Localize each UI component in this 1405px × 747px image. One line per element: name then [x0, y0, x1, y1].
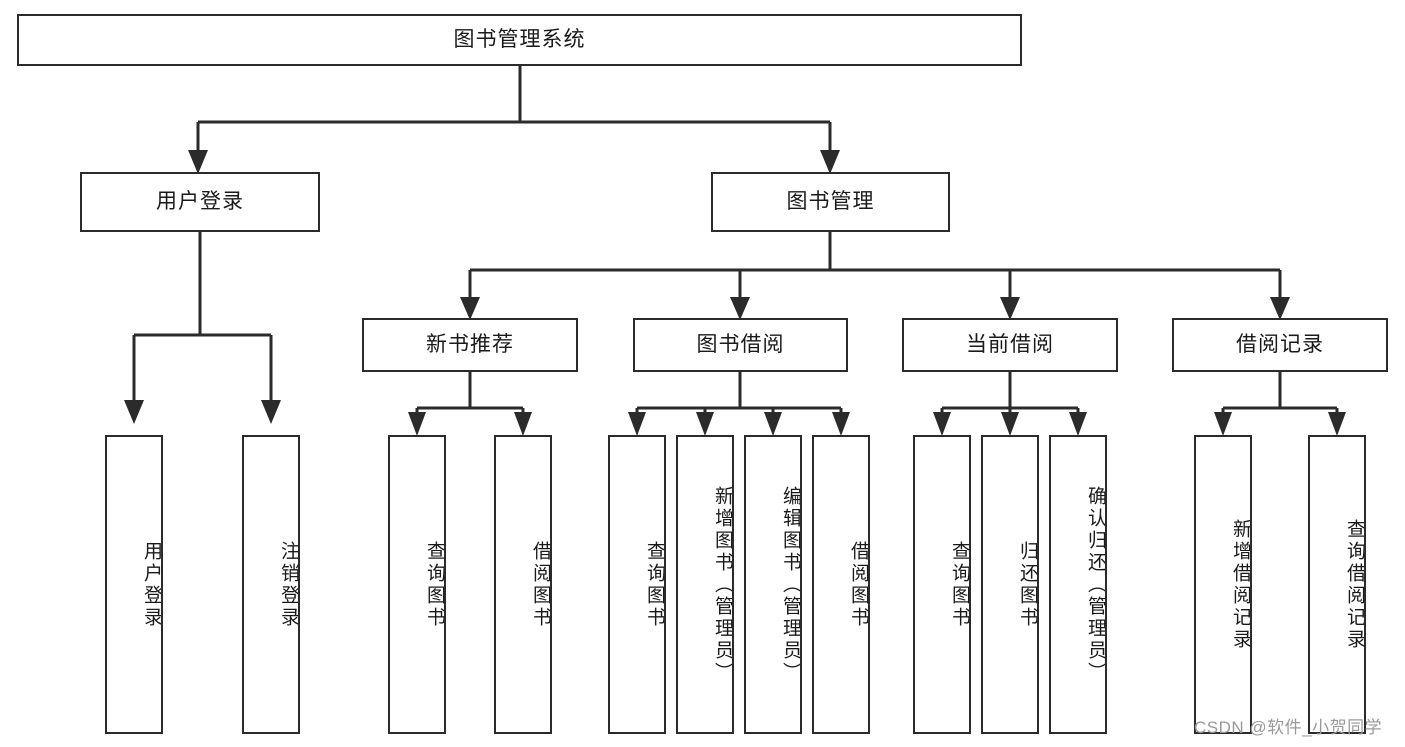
arrowhead-br-leaf1 [1214, 412, 1232, 436]
node-book-borrow-label: 图书借阅 [696, 333, 785, 357]
node-leaf-add-book[interactable]: 新增图书（管理员） [676, 435, 734, 734]
node-leaf-query-record-label: 查询借阅记录 [1344, 518, 1365, 651]
node-leaf-add-record-label: 新增借阅记录 [1230, 518, 1251, 651]
arrowhead-new-book-rec [460, 297, 480, 320]
node-leaf-query-book-cur[interactable]: 查询图书 [913, 435, 971, 734]
node-leaf-add-book-label: 新增图书（管理员） [712, 485, 733, 684]
arrowhead-book-borrow [730, 297, 750, 320]
node-root-label: 图书管理系统 [453, 28, 586, 52]
node-book-borrow[interactable]: 图书借阅 [633, 318, 848, 372]
arrowhead-br-leaf2 [1328, 412, 1346, 436]
arrowhead-leaf-user-logout [261, 400, 281, 424]
node-book-manage-label: 图书管理 [786, 190, 875, 214]
arrowhead-borrow-record [1270, 297, 1290, 320]
node-leaf-user-logout[interactable]: 注销登录 [242, 435, 300, 734]
arrowhead-cb-leaf2 [1001, 412, 1019, 436]
arrowhead-bb-leaf1 [628, 412, 646, 436]
node-leaf-confirm-return-label: 确认归还（管理员） [1085, 485, 1106, 684]
arrowhead-bb-leaf2 [696, 412, 714, 436]
node-book-manage[interactable]: 图书管理 [711, 172, 950, 232]
arrowhead-nbr-leaf1 [408, 412, 426, 436]
node-leaf-borrow-book[interactable]: 借阅图书 [812, 435, 870, 734]
node-leaf-user-login-label: 用户登录 [141, 540, 162, 629]
node-leaf-return-book[interactable]: 归还图书 [981, 435, 1039, 734]
node-leaf-borrow-book-rec[interactable]: 借阅图书 [494, 435, 552, 734]
arrowhead-bb-leaf4 [832, 412, 850, 436]
arrowhead-user-login [188, 150, 208, 174]
arrowhead-nbr-leaf2 [514, 412, 532, 436]
node-leaf-query-book-borrow-label: 查询图书 [644, 540, 665, 629]
node-leaf-borrow-book-label: 借阅图书 [848, 540, 869, 629]
arrowhead-bb-leaf3 [764, 412, 782, 436]
arrowhead-cb-leaf3 [1069, 412, 1087, 436]
node-new-book-rec-label: 新书推荐 [426, 333, 514, 357]
node-leaf-return-book-label: 归还图书 [1017, 540, 1038, 629]
node-leaf-edit-book-label: 编辑图书（管理员） [780, 485, 801, 684]
node-leaf-query-book-rec[interactable]: 查询图书 [388, 435, 446, 734]
node-user-login-label: 用户登录 [156, 190, 244, 214]
arrowhead-cb-leaf1 [933, 412, 951, 436]
node-leaf-query-book-cur-label: 查询图书 [949, 540, 970, 629]
node-leaf-query-record[interactable]: 查询借阅记录 [1308, 435, 1366, 734]
arrowhead-current-borrow [1000, 297, 1020, 320]
node-user-login[interactable]: 用户登录 [80, 172, 320, 232]
node-borrow-record-label: 借阅记录 [1236, 333, 1324, 357]
node-root[interactable]: 图书管理系统 [17, 14, 1022, 66]
node-leaf-add-record[interactable]: 新增借阅记录 [1194, 435, 1252, 734]
node-borrow-record[interactable]: 借阅记录 [1172, 318, 1388, 372]
csdn-watermark: CSDN @软件_小贺同学 [1194, 718, 1383, 737]
node-current-borrow-label: 当前借阅 [966, 333, 1054, 357]
node-leaf-user-login[interactable]: 用户登录 [105, 435, 163, 734]
node-leaf-query-book-rec-label: 查询图书 [424, 540, 445, 629]
node-leaf-confirm-return[interactable]: 确认归还（管理员） [1049, 435, 1107, 734]
node-leaf-query-book-borrow[interactable]: 查询图书 [608, 435, 666, 734]
node-new-book-rec[interactable]: 新书推荐 [362, 318, 578, 372]
arrowhead-book-manage [820, 150, 840, 174]
node-leaf-user-logout-label: 注销登录 [278, 540, 299, 629]
node-leaf-borrow-book-rec-label: 借阅图书 [530, 540, 551, 629]
node-leaf-edit-book[interactable]: 编辑图书（管理员） [744, 435, 802, 734]
node-current-borrow[interactable]: 当前借阅 [902, 318, 1118, 372]
arrowhead-leaf-user-login [124, 400, 144, 424]
